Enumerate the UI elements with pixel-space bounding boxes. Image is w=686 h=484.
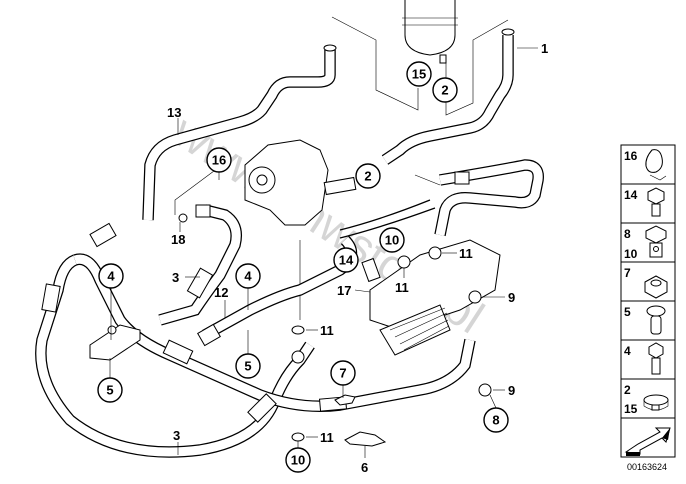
svg-text:9: 9 bbox=[508, 290, 515, 305]
hose-clamp-icon bbox=[643, 394, 669, 411]
svg-text:1: 1 bbox=[541, 41, 548, 56]
direction-arrow-icon bbox=[624, 427, 671, 456]
svg-text:13: 13 bbox=[167, 105, 181, 120]
callout-4-right[interactable]: 4 bbox=[235, 263, 261, 289]
bracket-4-left bbox=[89, 324, 141, 361]
hose-3-long bbox=[35, 253, 476, 458]
callout-10-lower[interactable]: 10 bbox=[285, 447, 311, 473]
pressure-line bbox=[339, 159, 544, 239]
svg-text:16: 16 bbox=[624, 149, 638, 163]
svg-text:10: 10 bbox=[385, 233, 399, 248]
svg-text:17: 17 bbox=[337, 283, 351, 298]
callout-14[interactable]: 14 bbox=[333, 247, 359, 273]
hose-1 bbox=[381, 28, 515, 165]
banjo-bolt-icon bbox=[645, 225, 667, 258]
callout-15[interactable]: 15 bbox=[406, 61, 432, 87]
svg-text:3: 3 bbox=[173, 428, 180, 443]
hose-13 bbox=[89, 44, 337, 248]
svg-text:7: 7 bbox=[339, 366, 346, 381]
svg-text:11: 11 bbox=[395, 280, 409, 295]
svg-text:11: 11 bbox=[320, 430, 334, 445]
svg-text:4: 4 bbox=[624, 344, 631, 358]
callout-5-left[interactable]: 5 bbox=[97, 377, 123, 403]
label-9-lower[interactable]: 9 bbox=[493, 383, 515, 398]
svg-text:5: 5 bbox=[624, 305, 631, 319]
svg-text:3: 3 bbox=[172, 270, 179, 285]
callout-4-left[interactable]: 4 bbox=[98, 263, 124, 289]
hex-bolt-icon bbox=[648, 342, 664, 375]
callout-16[interactable]: 16 bbox=[206, 147, 232, 173]
legend-item-16[interactable]: 16 bbox=[620, 144, 676, 185]
callout-7[interactable]: 7 bbox=[330, 360, 356, 386]
legend-item-7[interactable]: 7 bbox=[620, 261, 676, 302]
label-6[interactable]: 6 bbox=[361, 446, 368, 475]
label-11-bottom[interactable]: 11 bbox=[306, 430, 334, 445]
svg-text:4: 4 bbox=[107, 269, 115, 284]
svg-text:7: 7 bbox=[624, 266, 631, 280]
svg-text:12: 12 bbox=[214, 285, 228, 300]
svg-text:2: 2 bbox=[441, 83, 448, 98]
label-3-short[interactable]: 3 bbox=[172, 270, 200, 285]
callout-5-right[interactable]: 5 bbox=[235, 353, 261, 379]
svg-text:10: 10 bbox=[291, 453, 305, 468]
bracket-7 bbox=[334, 394, 356, 406]
svg-text:14: 14 bbox=[624, 188, 638, 202]
label-12[interactable]: 12 bbox=[214, 285, 228, 318]
svg-text:18: 18 bbox=[171, 232, 185, 247]
label-11-washer-upper[interactable]: 11 bbox=[442, 246, 473, 261]
hose-clip-icon bbox=[645, 149, 667, 181]
label-11-lower[interactable]: 11 bbox=[306, 323, 334, 338]
callout-8[interactable]: 8 bbox=[483, 407, 509, 433]
fluid-reservoir bbox=[402, 0, 458, 64]
washers bbox=[291, 246, 492, 442]
legend-item-4[interactable]: 4 bbox=[620, 339, 676, 380]
svg-text:15: 15 bbox=[412, 67, 426, 82]
label-11-center[interactable]: 11 bbox=[395, 268, 409, 295]
label-9-upper[interactable]: 9 bbox=[482, 290, 515, 305]
bracket-6 bbox=[344, 431, 387, 447]
hose-3-short bbox=[158, 204, 242, 326]
label-3-long[interactable]: 3 bbox=[173, 428, 180, 455]
hex-flange-bolt-icon bbox=[647, 187, 665, 217]
label-1[interactable]: 1 bbox=[517, 41, 548, 56]
svg-text:2: 2 bbox=[364, 169, 371, 184]
svg-text:14: 14 bbox=[339, 253, 354, 268]
power-steering-pump bbox=[244, 139, 357, 226]
legend-item-2-15[interactable]: 2 15 bbox=[620, 378, 676, 419]
callout-2-reservoir[interactable]: 2 bbox=[432, 77, 458, 103]
hex-flange-nut-icon bbox=[644, 275, 668, 299]
label-13[interactable]: 13 bbox=[167, 105, 181, 135]
svg-text:2: 2 bbox=[624, 383, 631, 397]
rivet-bolt-icon bbox=[646, 305, 666, 335]
svg-text:9: 9 bbox=[508, 383, 515, 398]
legend-item-14[interactable]: 14 bbox=[620, 183, 676, 224]
svg-text:4: 4 bbox=[244, 269, 252, 284]
svg-text:8: 8 bbox=[492, 413, 499, 428]
svg-text:5: 5 bbox=[244, 359, 251, 374]
svg-text:6: 6 bbox=[361, 460, 368, 475]
callout-leaders bbox=[109, 172, 497, 448]
svg-text:11: 11 bbox=[459, 246, 473, 261]
diagram-id: 00163624 bbox=[627, 462, 667, 472]
svg-text:10: 10 bbox=[624, 247, 638, 261]
svg-text:5: 5 bbox=[106, 383, 113, 398]
label-17[interactable]: 17 bbox=[337, 283, 371, 298]
legend-item-arrow[interactable] bbox=[620, 417, 676, 458]
svg-text:16: 16 bbox=[212, 153, 226, 168]
legend-item-8-10[interactable]: 8 10 bbox=[620, 222, 676, 263]
svg-text:8: 8 bbox=[624, 227, 631, 241]
callout-2-pump[interactable]: 2 bbox=[355, 163, 381, 189]
svg-text:11: 11 bbox=[320, 323, 334, 338]
svg-text:15: 15 bbox=[624, 402, 638, 416]
legend-item-5[interactable]: 5 bbox=[620, 300, 676, 341]
callout-10-upper[interactable]: 10 bbox=[379, 227, 405, 253]
label-18[interactable]: 18 bbox=[171, 222, 185, 247]
parts-legend: 16 14 8 10 7 bbox=[620, 144, 676, 472]
